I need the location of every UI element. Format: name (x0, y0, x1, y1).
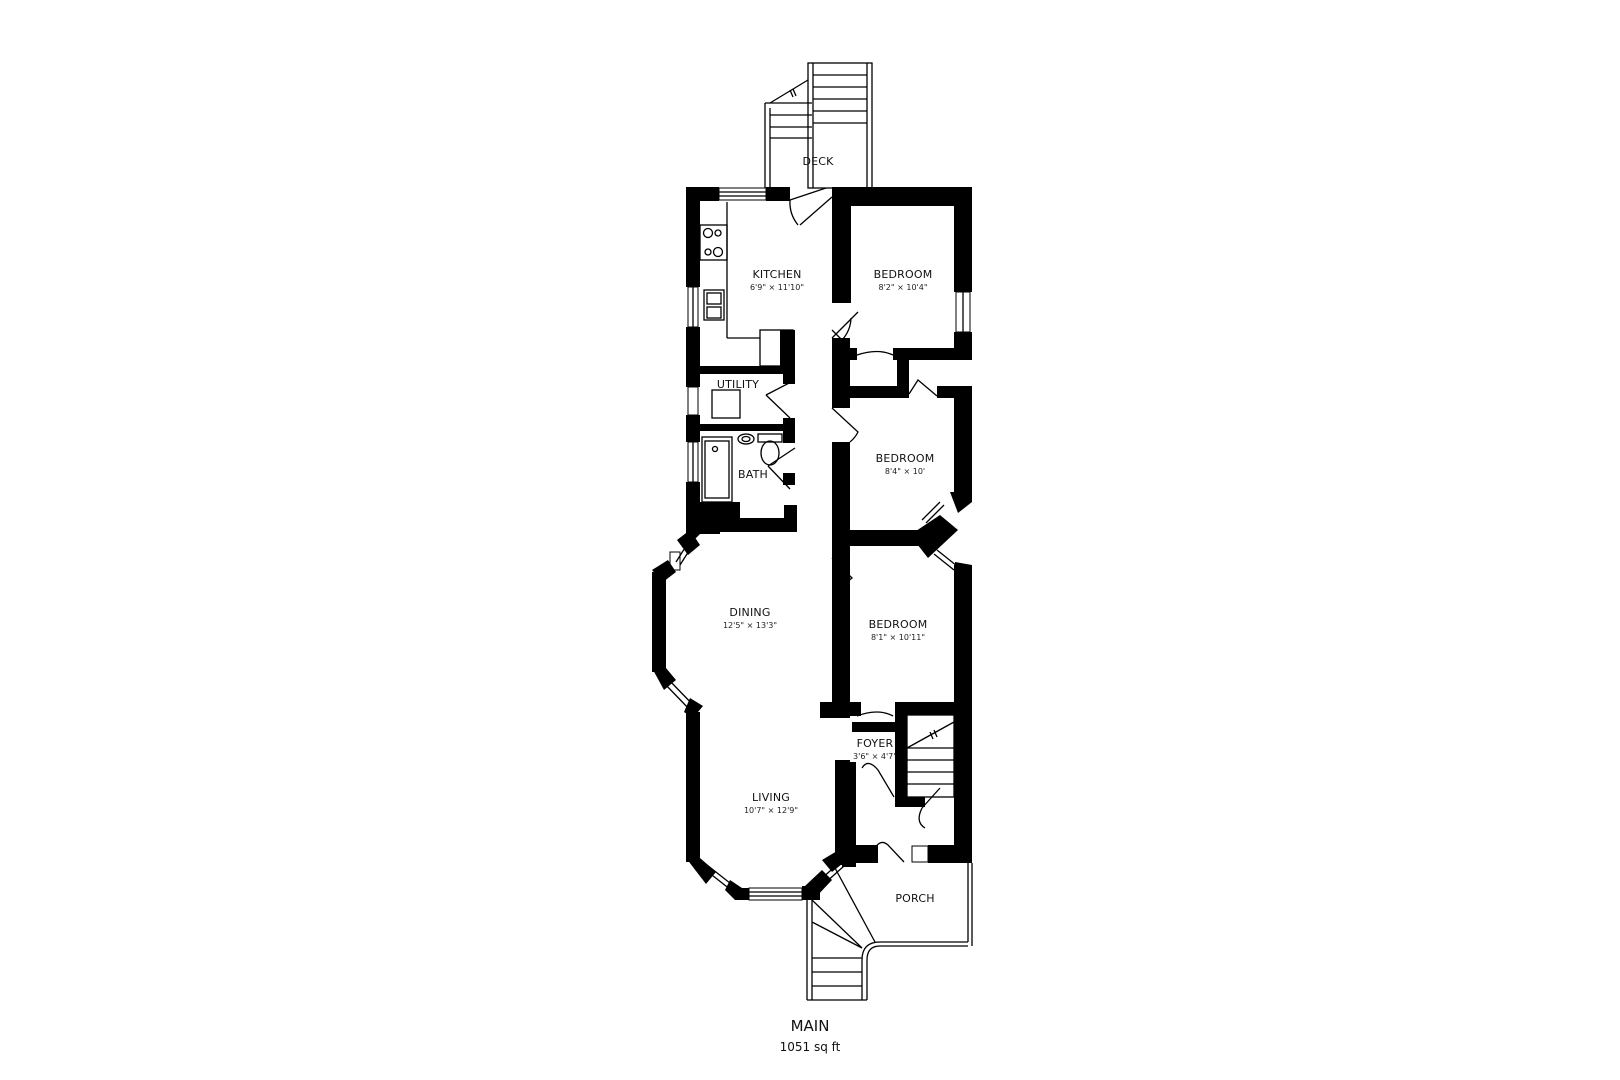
room-label-dining: DINING (729, 606, 770, 619)
room-label-bedroom-1: BEDROOM (874, 268, 933, 281)
room-label-foyer: FOYER (857, 737, 894, 750)
walls (652, 187, 972, 901)
doors (765, 187, 941, 863)
room-label-bath: BATH (738, 468, 768, 481)
bath-fixtures (701, 433, 783, 503)
floor-area: 1051 sq ft (779, 1040, 841, 1054)
room-label-porch: PORCH (895, 892, 934, 905)
room-label-kitchen: KITCHEN (752, 268, 801, 281)
floor-title: MAIN (790, 1017, 830, 1035)
room-dims-bedroom-2: 8'4" × 10' (885, 467, 925, 476)
utility-fixtures (711, 389, 741, 419)
porch-area (806, 863, 973, 1001)
room-dims-dining: 12'5" × 13'3" (723, 621, 777, 630)
room-label-deck: DECK (802, 155, 834, 168)
room-label-bedroom-3: BEDROOM (869, 618, 928, 631)
foyer-stairs (906, 714, 955, 798)
deck-area (764, 62, 873, 189)
room-dims-bedroom-1: 8'2" × 10'4" (879, 283, 928, 292)
room-dims-bedroom-3: 8'1" × 10'11" (871, 633, 925, 642)
kitchen-fixtures (699, 202, 794, 367)
room-label-utility: UTILITY (717, 378, 759, 391)
room-label-living: LIVING (752, 791, 790, 804)
room-dims-living: 10'7" × 12'9" (744, 806, 798, 815)
room-dims-kitchen: 6'9" × 11'10" (750, 283, 804, 292)
room-label-bedroom-2: BEDROOM (876, 452, 935, 465)
room-dims-foyer: 3'6" × 4'7" (853, 752, 897, 761)
